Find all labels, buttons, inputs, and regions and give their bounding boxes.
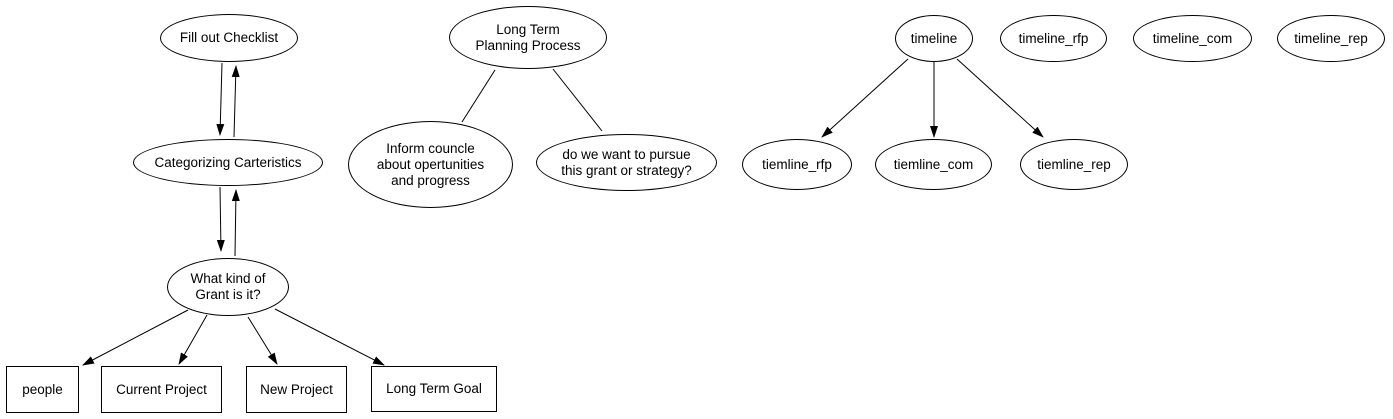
- node-what-kind-of-grant: What kind of Grant is it?: [167, 258, 289, 316]
- node-people: people: [6, 366, 79, 413]
- node-timeline-rep: timeline_rep: [1277, 15, 1385, 62]
- edge-categorizing-to-what-kind: [216, 186, 225, 252]
- edge-long-term-planning-to-do-we-want: [552, 68, 603, 132]
- node-tiemline-com: tiemline_com: [875, 139, 992, 190]
- node-categorizing-carteristics: Categorizing Carteristics: [133, 139, 323, 186]
- edge-what-kind-to-long-term-goal: [274, 308, 385, 366]
- node-long-term-planning: Long Term Planning Process: [449, 6, 607, 69]
- edge-what-kind-to-new-project: [247, 316, 278, 365]
- edge-long-term-planning-to-inform-councle: [461, 69, 496, 123]
- edge-fill-out-checklist-to-categorizing: [216, 62, 225, 136]
- edge-what-kind-to-people: [82, 309, 189, 366]
- node-tiemline-rfp: tiemline_rfp: [742, 139, 852, 190]
- node-tiemline-rep: tiemline_rep: [1020, 139, 1128, 190]
- node-do-we-want: do we want to pursue this grant or strat…: [536, 134, 717, 191]
- node-current-project: Current Project: [101, 366, 222, 413]
- node-inform-councle: Inform councle about opertunities and pr…: [348, 121, 513, 208]
- edge-categorizing-to-fill-out-checklist: [231, 65, 240, 138]
- node-timeline-rfp: timeline_rfp: [1000, 15, 1107, 62]
- edge-timeline-to-tiemline-rfp: [821, 58, 909, 138]
- node-long-term-goal: Long Term Goal: [371, 366, 497, 412]
- node-timeline-com: timeline_com: [1133, 15, 1252, 62]
- edge-timeline-to-tiemline-rep: [956, 58, 1044, 138]
- node-timeline: timeline: [895, 15, 973, 62]
- edge-what-kind-to-current-project: [178, 314, 208, 365]
- edge-what-kind-to-categorizing: [231, 189, 240, 257]
- node-fill-out-checklist: Fill out Checklist: [160, 14, 298, 62]
- node-new-project: New Project: [246, 366, 347, 413]
